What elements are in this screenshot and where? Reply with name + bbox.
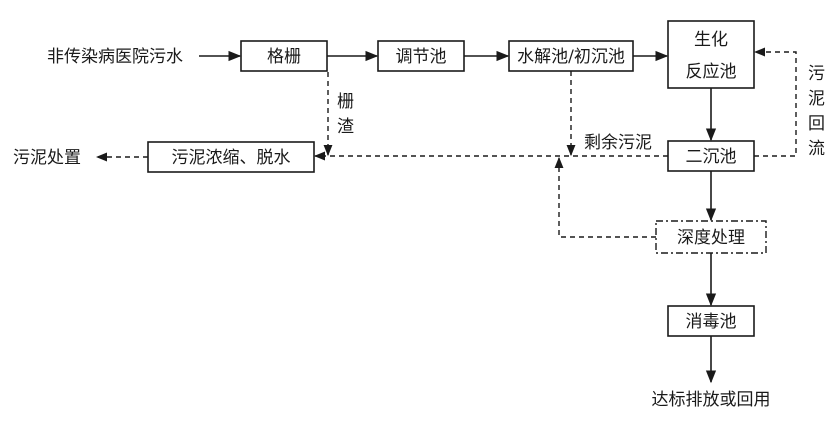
sludge-thickening-label: 污泥浓缩、脱水 (172, 148, 291, 168)
sludge-return-label-char3: 回 (808, 114, 825, 134)
screenings-label-char2: 渣 (337, 117, 354, 137)
advanced-treatment-box (655, 220, 767, 254)
sludge-return-label-char1: 污 (808, 64, 825, 84)
disinfection-tank-label: 消毒池 (686, 312, 737, 332)
dashed-advanced-sludge-line (554, 156, 656, 238)
hydrolysis-tank-label: 水解池/初沉池 (517, 47, 625, 67)
advanced-treatment-label: 深度处理 (677, 228, 745, 248)
regulating-tank-label: 调节池 (396, 47, 447, 67)
output-label: 达标排放或回用 (652, 390, 771, 410)
sludge-disposal-label: 污泥处置 (13, 148, 81, 168)
regulating-tank-box (377, 40, 465, 72)
input-label: 非传染病医院污水 (47, 47, 183, 67)
sludge-return-label-char2: 泥 (808, 89, 825, 109)
excess-sludge-label: 剩余污泥 (584, 133, 652, 153)
screenings-label-char1: 栅 (337, 92, 354, 112)
bio-reactor-label-line1: 生化 (694, 30, 728, 50)
grille-label: 格栅 (267, 47, 301, 67)
bio-reactor-label-line2: 反应池 (686, 62, 737, 82)
dashed-sludge-return-line (753, 47, 797, 157)
sludge-return-label-char4: 流 (808, 139, 825, 159)
secondary-clarifier-label: 二沉池 (686, 147, 737, 167)
